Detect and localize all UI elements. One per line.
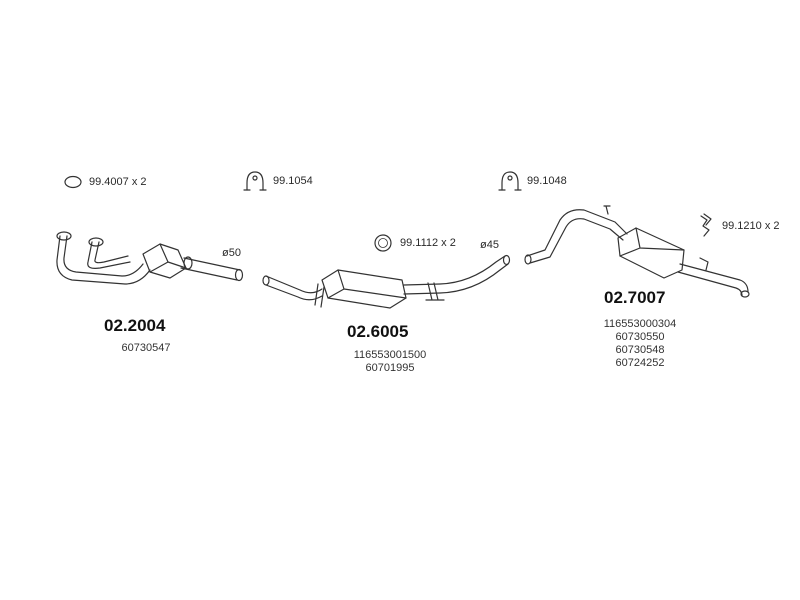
ref-number: 60724252 [615, 357, 665, 369]
diameter-45-label: ø45 [480, 239, 499, 251]
fitting-bracket-label: 99.1210 x 2 [722, 220, 780, 232]
part-code-middle-silencer: 02.6005 [347, 322, 409, 341]
middle-silencer-drawing [262, 254, 511, 309]
fitting-clamp-label: 99.1054 [273, 175, 313, 187]
o-ring-icon [64, 175, 82, 189]
diameter-50-label: ø50 [222, 247, 241, 259]
ref-number: 116553000304 [603, 318, 677, 330]
ref-number: 60730548 [615, 344, 665, 356]
part-refs-front-pipe: 60730547 [96, 342, 196, 355]
rear-silencer-drawing [524, 205, 750, 298]
part-code-rear-silencer: 02.7007 [604, 288, 666, 307]
ref-number: 60730550 [615, 331, 665, 343]
fitting-clamp-second-label: 99.1048 [527, 175, 567, 187]
part-code-front-pipe: 02.2004 [104, 316, 166, 335]
clamp-icon-second [498, 171, 522, 191]
rubber-hanger-icon [700, 213, 712, 237]
part-refs-rear-silencer: 116553000304 60730550 60730548 60724252 [580, 318, 700, 370]
clamp-icon [243, 171, 267, 191]
fitting-ring-mid-label: 99.1112 x 2 [400, 237, 456, 249]
ref-number: 60701995 [365, 362, 415, 374]
fitting-ring-label: 99.4007 x 2 [89, 176, 147, 188]
ref-number: 60730547 [121, 342, 171, 354]
part-refs-middle-silencer: 116553001500 60701995 [330, 349, 450, 375]
ring-gasket-icon [374, 234, 392, 252]
front-pipe-drawing [56, 231, 244, 285]
ref-number: 116553001500 [353, 349, 427, 361]
